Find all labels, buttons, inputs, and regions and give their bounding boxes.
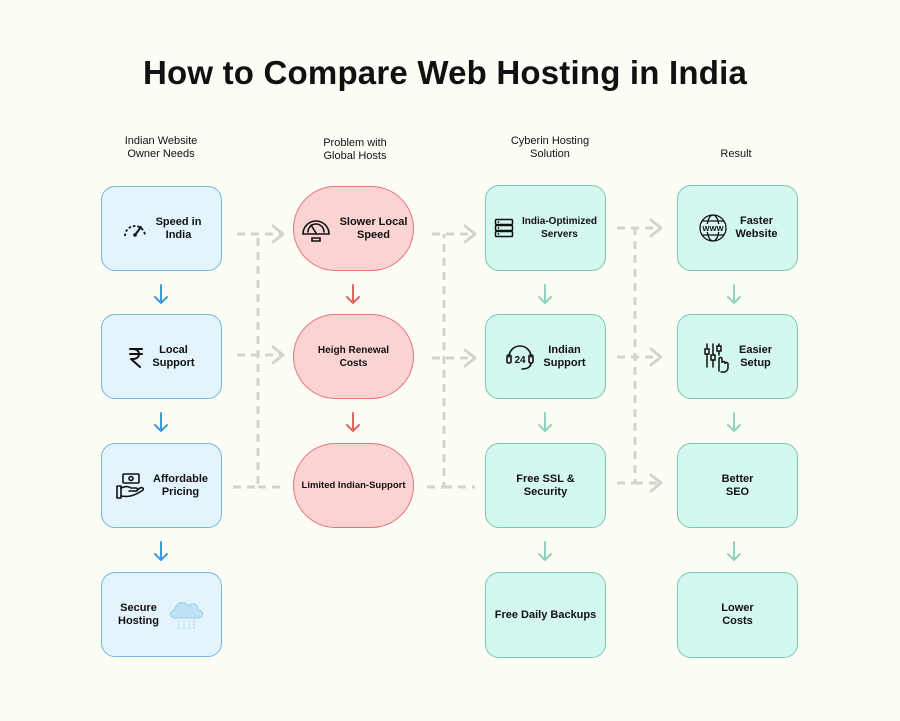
arrowhead — [649, 218, 663, 238]
column-heading-needs: Indian Website Owner Needs — [124, 135, 198, 160]
problem-limited-indian-support: Limited Indian-Support — [293, 443, 414, 528]
solution-free-daily-backups: Free Daily Backups — [485, 572, 606, 658]
down-arrow-solutions-2 — [538, 412, 552, 432]
down-arrow-problems-1 — [346, 284, 360, 304]
connector-problems-to-solutions — [427, 232, 475, 489]
problem-label: Limited Indian-Support — [301, 480, 406, 491]
down-arrow-needs-2 — [154, 412, 168, 432]
need-local-support: Local Support — [101, 314, 222, 399]
column-heading-solutions: Cyberin Hosting Solution — [510, 135, 590, 160]
down-arrow-needs-1 — [154, 284, 168, 304]
column-heading-problems: Problem with Global Hosts — [323, 137, 387, 162]
rupee-icon — [129, 347, 144, 368]
headset-24-icon: 24 — [506, 344, 535, 370]
server-icon — [494, 218, 514, 238]
problem-label: Slower Local Speed — [339, 215, 408, 241]
svg-text:WWW: WWW — [702, 224, 724, 233]
need-speed-in-india: Speed in India — [101, 186, 222, 271]
arrowhead — [463, 348, 477, 368]
result-label: Better SEO — [721, 472, 754, 498]
result-label: Easier Setup — [738, 343, 773, 369]
hand-money-icon — [116, 472, 145, 499]
speedometer-icon — [123, 224, 146, 237]
solution-label: India-Optimized Servers — [522, 216, 597, 240]
result-easier-setup: Easier Setup — [677, 314, 798, 399]
need-label: Local Support — [152, 343, 195, 369]
svg-text:24: 24 — [515, 355, 527, 366]
result-label: Lower Costs — [721, 602, 754, 627]
need-affordable-pricing: Affordable Pricing — [101, 443, 222, 528]
connector-solutions-to-results — [617, 226, 661, 485]
solution-label: Free Daily Backups — [494, 608, 597, 621]
solution-label: Indian Support — [543, 343, 586, 369]
solution-free-ssl-security: Free SSL & Security — [485, 443, 606, 528]
problem-heigh-renewal-costs: Heigh Renewal Costs — [293, 314, 414, 399]
down-arrow-solutions-1 — [538, 284, 552, 304]
result-better-seo: Better SEO — [677, 443, 798, 528]
arrowhead — [271, 224, 285, 244]
result-faster-website: WWW Faster Website — [677, 185, 798, 271]
solution-india-optimized-servers: India-Optimized Servers — [485, 185, 606, 271]
sliders-hand-icon — [704, 342, 729, 373]
down-arrow-needs-3 — [154, 541, 168, 561]
need-label: Speed in India — [155, 215, 202, 241]
result-lower-costs: Lower Costs — [677, 572, 798, 658]
problem-label: Heigh Renewal Costs — [317, 344, 390, 369]
www-globe-icon: WWW — [698, 214, 727, 242]
gauge-icon — [301, 219, 330, 242]
arrowhead — [649, 473, 663, 493]
arrowhead — [649, 347, 663, 367]
problem-slower-local-speed: Slower Local Speed — [293, 186, 414, 271]
down-arrow-solutions-3 — [538, 541, 552, 561]
need-secure-hosting: Secure Hosting — [101, 572, 222, 657]
down-arrow-results-1 — [727, 284, 741, 304]
down-arrow-results-3 — [727, 541, 741, 561]
need-label: Secure Hosting — [118, 601, 159, 627]
page-title: How to Compare Web Hosting in India — [142, 54, 748, 91]
down-arrow-problems-2 — [346, 412, 360, 432]
arrowhead — [271, 345, 285, 365]
need-label: Affordable Pricing — [153, 472, 208, 498]
result-label: Faster Website — [735, 215, 778, 240]
solution-label: Free SSL & Security — [516, 472, 575, 498]
column-heading-results: Result — [720, 148, 752, 160]
arrowhead — [463, 224, 477, 244]
solution-indian-support: 24 Indian Support — [485, 314, 606, 399]
cloud-icon — [169, 601, 203, 630]
down-arrow-results-2 — [727, 412, 741, 432]
